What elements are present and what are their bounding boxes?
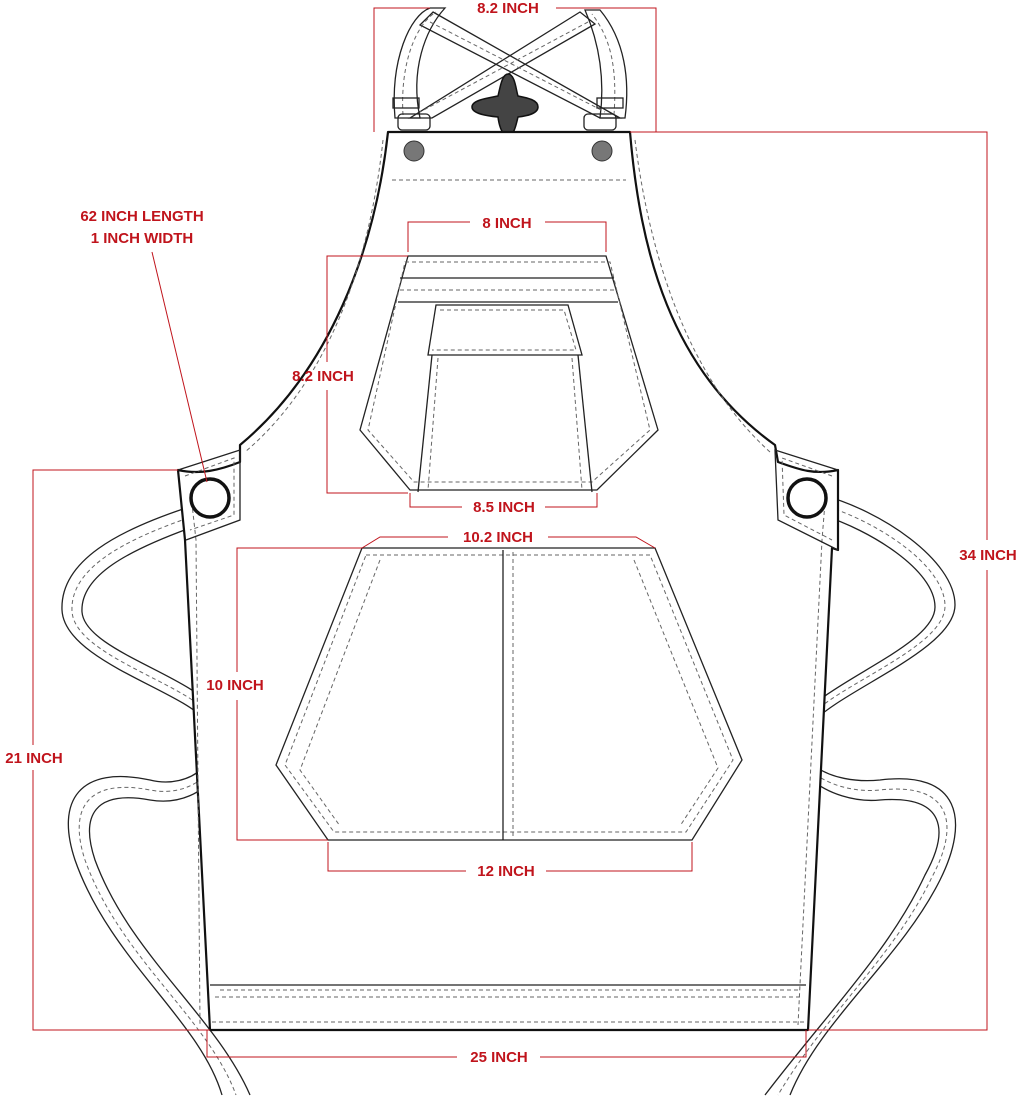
- dimension-lines: [32, 7, 988, 1058]
- chest-pocket-top-label: 8 INCH: [482, 215, 531, 232]
- right-button-icon: [591, 140, 613, 162]
- right-grommet-icon: [786, 477, 828, 519]
- strap-length-label: 62 INCH LENGTH: [80, 208, 203, 225]
- apron-body: [176, 130, 840, 1032]
- strap-width-label: 1 INCH WIDTH: [91, 230, 194, 247]
- side-height-label: 21 INCH: [5, 750, 63, 767]
- chest-pocket: [359, 255, 659, 493]
- dimension-labels: 8.2 INCH 62 INCH LENGTH 1 INCH WIDTH 8 I…: [5, 0, 1017, 1066]
- neck-straps: [392, 7, 628, 137]
- left-button-icon: [403, 140, 425, 162]
- main-pocket-top-label: 10.2 INCH: [463, 529, 533, 546]
- chest-pocket-height-label: 8.2 INCH: [292, 368, 354, 385]
- bottom-width-label: 25 INCH: [470, 1049, 528, 1066]
- main-pocket: [275, 547, 743, 841]
- left-grommet-icon: [189, 477, 231, 519]
- total-length-label: 34 INCH: [959, 547, 1017, 564]
- strap-cross-connector: [471, 73, 539, 137]
- main-pocket-height-label: 10 INCH: [206, 677, 264, 694]
- top-strap-width-label: 8.2 INCH: [477, 0, 539, 17]
- main-pocket-bottom-label: 12 INCH: [477, 863, 535, 880]
- chest-pocket-bottom-label: 8.5 INCH: [473, 499, 535, 516]
